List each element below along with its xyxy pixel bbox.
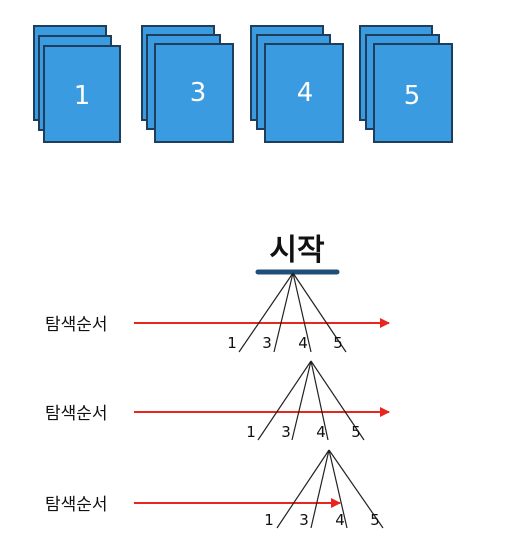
node-label: 5	[333, 334, 343, 352]
order-label: 탐색순서	[45, 315, 108, 335]
node-label: 5	[370, 511, 380, 529]
card-stack-1: 1	[33, 25, 121, 143]
node-label: 4	[316, 423, 326, 441]
node-label: 1	[246, 423, 256, 441]
node-label: 3	[281, 423, 291, 441]
order-label: 탐색순서	[45, 404, 108, 424]
node-label: 4	[335, 511, 345, 529]
branch-lines	[238, 272, 347, 353]
card-stack-5: 5	[359, 25, 453, 143]
node-label: 3	[299, 511, 309, 529]
card-stack-3: 3	[141, 25, 234, 143]
node-label: 4	[298, 334, 308, 352]
stack-label: 1	[74, 81, 91, 111]
search-row-2: 탐색순서 1 3 4 5	[45, 360, 390, 441]
node-label: 3	[262, 334, 272, 352]
root-label: 시작	[269, 233, 325, 268]
card-stack-4: 4	[250, 25, 344, 143]
node-label: 1	[227, 334, 237, 352]
node-label: 5	[351, 423, 361, 441]
branch-lines	[257, 360, 365, 441]
search-row-1: 탐색순서 1 3 4 5	[45, 272, 390, 353]
branch-lines	[276, 449, 384, 529]
stack-label: 3	[190, 78, 207, 108]
order-label: 탐색순서	[45, 495, 108, 515]
search-row-3: 탐색순서 1 3 4 5	[45, 449, 384, 529]
stack-label: 4	[297, 78, 314, 108]
node-label: 1	[264, 511, 274, 529]
stack-label: 5	[404, 81, 421, 111]
